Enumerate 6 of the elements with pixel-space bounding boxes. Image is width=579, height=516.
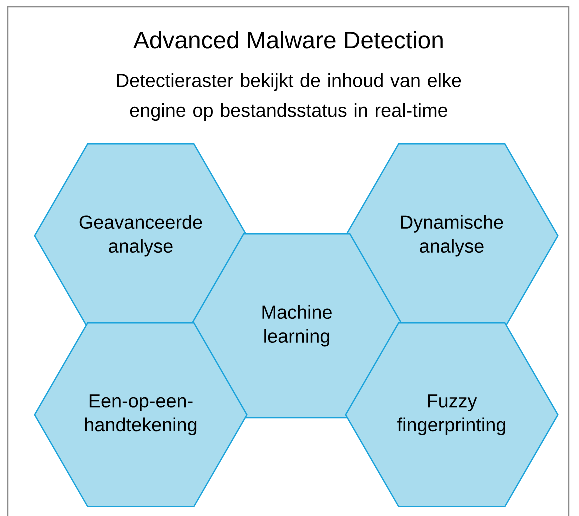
subtitle: Detectieraster bekijkt de inhoud van elke engine op bestandsstatus in real-time — [117, 74, 462, 122]
hexagon: Een-op-een-handtekening — [34, 322, 248, 508]
title: Advanced Malware Detection — [134, 31, 443, 49]
hexagon: Fuzzy fingerprinting — [345, 322, 559, 508]
hexagon: Dynamische analyse — [345, 143, 559, 329]
hexagon: Geavanceerde analyse — [34, 143, 248, 329]
